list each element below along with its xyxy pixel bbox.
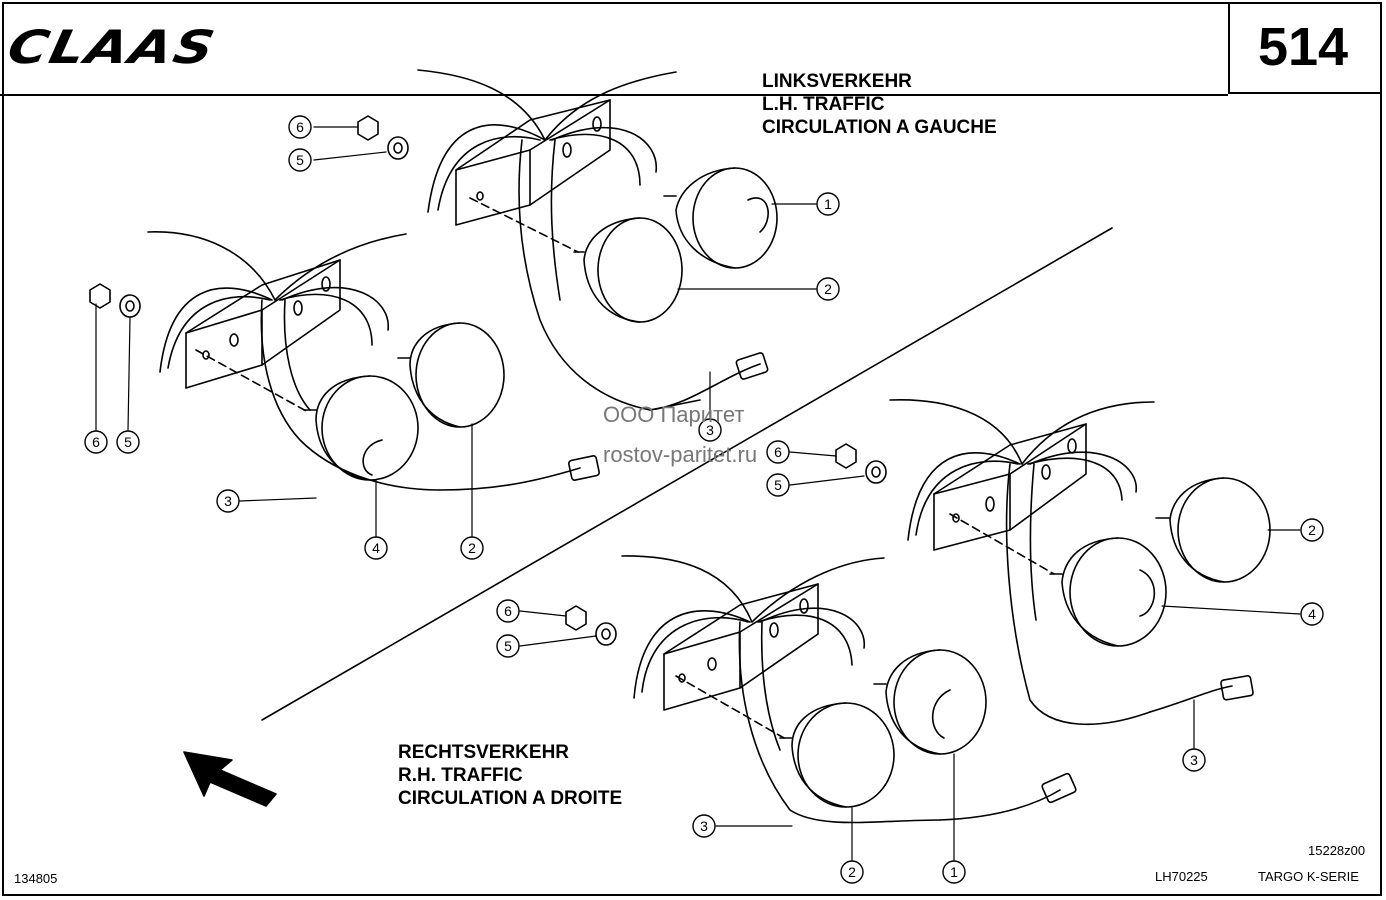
page-number-box [1228,2,1382,94]
callout-label: 5 [296,152,304,168]
watermark-url: rostov-paritet.ru [603,442,758,467]
callout-bottom-1: 1 [942,860,966,884]
caption-lh-traffic: LINKSVERKEHR L.H. TRAFFIC CIRCULATION A … [762,70,997,139]
callout-top-5: 5 [288,148,312,172]
callout-right-5: 5 [766,473,790,497]
callout-top-1: 1 [816,192,840,216]
callout-label: 2 [468,540,476,556]
callout-label: 2 [1308,522,1316,538]
direction-arrow [183,751,277,807]
callout-bottom-5: 5 [496,634,520,658]
callout-right-2: 2 [1300,518,1324,542]
callout-top-2: 2 [816,277,840,301]
callout-bottom-2: 2 [840,860,864,884]
group-bottom-assembly [565,555,1077,824]
callout-label: 4 [1308,606,1316,622]
callout-label: 6 [296,119,304,135]
callout-right-6: 6 [766,440,790,464]
caption-line: R.H. TRAFFIC [398,765,523,786]
caption-line: LINKSVERKEHR [762,71,912,92]
footer-series: TARGO K-SERIE [1258,869,1359,884]
callout-label: 3 [1190,752,1198,768]
callout-label: 5 [504,638,512,654]
callout-left-5: 5 [116,430,140,454]
group-left-assembly [89,231,601,491]
callout-label: 6 [504,603,512,619]
group-top-assembly [357,69,778,411]
callout-right-4: 4 [1300,602,1324,626]
callout-label: 3 [700,818,708,834]
callout-label: 1 [824,196,832,212]
callout-left-3: 3 [216,489,240,513]
callout-bottom-3: 3 [692,814,716,838]
callout-bottom-6: 6 [496,599,520,623]
callout-label: 3 [706,422,714,438]
callout-label: 2 [824,281,832,297]
footer-left-number: 134805 [14,871,58,886]
callout-top-3: 3 [698,418,722,442]
callout-label: 1 [950,864,958,880]
header-rule [0,94,1228,96]
group-right-assembly [835,398,1271,726]
callout-leaders [95,126,1301,861]
callout-left-4: 4 [364,536,388,560]
callout-label: 5 [124,434,132,450]
footer-drawing-code: 15228z00 [1308,843,1366,858]
caption-line: CIRCULATION A GAUCHE [762,117,997,138]
callout-top-6: 6 [288,115,312,139]
watermark-company: ООО Паритет [603,402,745,427]
caption-line: CIRCULATION A DROITE [398,788,623,809]
callout-label: 6 [92,434,100,450]
callout-label: 3 [224,493,232,509]
divider-line [261,227,1113,721]
callout-label: 2 [848,864,856,880]
callout-label: 5 [774,477,782,493]
caption-line: L.H. TRAFFIC [762,94,885,115]
callout-left-2: 2 [460,536,484,560]
footer-ref: LH70225 [1155,869,1208,884]
callout-right-3: 3 [1182,748,1206,772]
page-number: 514 [1257,17,1349,77]
callout-left-6: 6 [84,430,108,454]
callout-label: 6 [774,444,782,460]
callout-label: 4 [372,540,380,556]
caption-line: RECHTSVERKEHR [398,742,570,763]
caption-rh-traffic: RECHTSVERKEHR R.H. TRAFFIC CIRCULATION A… [398,741,622,810]
